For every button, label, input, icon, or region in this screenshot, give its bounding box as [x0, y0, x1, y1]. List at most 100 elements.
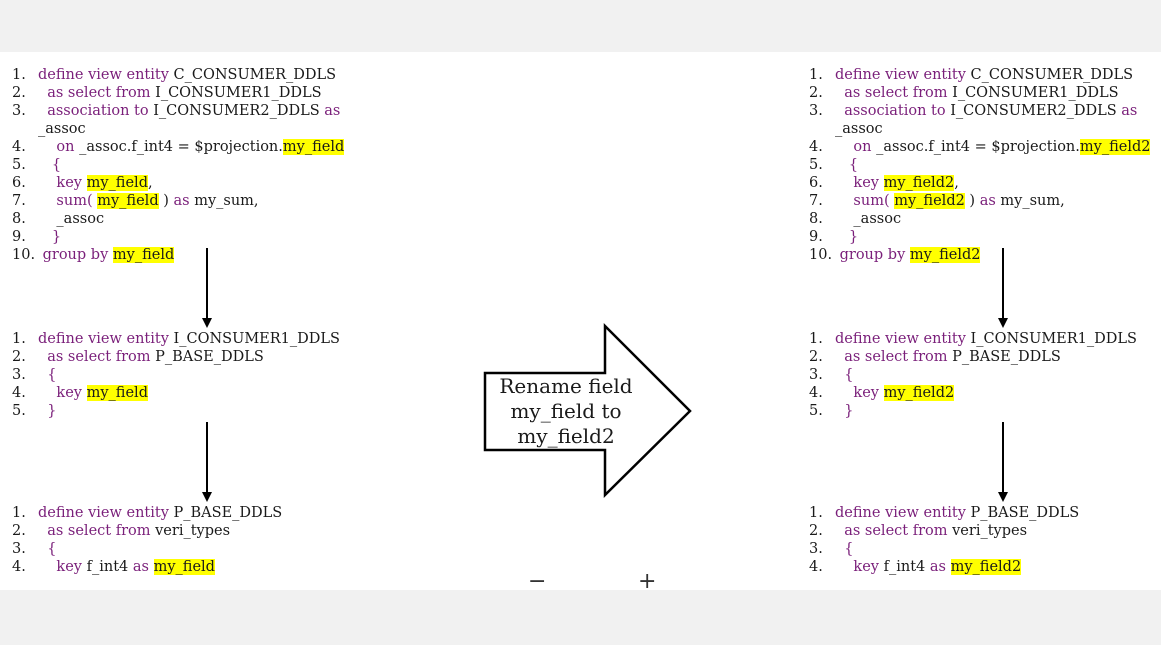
code-text: _assoc [835, 211, 902, 227]
line-number: 1. [809, 505, 823, 521]
code-text: my_sum, [1000, 193, 1065, 209]
code-keyword: } [38, 229, 62, 245]
line-number: 1. [12, 67, 26, 83]
code-text: , [954, 175, 959, 191]
highlighted-field: my_field [112, 247, 175, 263]
code-line: 2. as select from P_BASE_DDLS [809, 348, 1137, 366]
line-number: 2. [12, 523, 26, 539]
code-text: _assoc.f_int4 = $projection. [876, 139, 1080, 155]
code-keyword: define view entity [38, 505, 174, 521]
line-number: 2. [12, 349, 26, 365]
code-text: C_CONSUMER_DDLS [970, 67, 1134, 83]
bottom-band [0, 590, 1161, 645]
line-number: 5. [809, 157, 823, 173]
code-line: 4. key my_field [12, 384, 340, 402]
highlighted-field: my_field2 [883, 385, 955, 401]
code-line: 7. sum( my_field ) as my_sum, [12, 192, 344, 210]
code-keyword: group by [835, 247, 910, 263]
code-keyword: define view entity [38, 331, 174, 347]
line-number: 5. [809, 403, 823, 419]
line-number: 3. [12, 367, 26, 383]
code-line: 5. { [12, 156, 344, 174]
code-line: 3. { [12, 366, 340, 384]
line-number: 3. [809, 103, 823, 119]
rename-arrow-label: Rename field my_field to my_field2 [486, 374, 646, 449]
line-number: 10. [12, 247, 36, 263]
rename-label-line-3: my_field2 [517, 424, 615, 448]
right-arrow-2-line [1002, 422, 1004, 494]
left-arrow-1-line [206, 248, 208, 320]
line-number: 9. [809, 229, 823, 245]
line-number: 7. [12, 193, 26, 209]
zoom-in-button[interactable]: + [638, 569, 657, 594]
rename-label-line-2: my_field to [510, 399, 622, 423]
right-arrow-2-head [998, 492, 1008, 502]
right-arrow-1-line [1002, 248, 1004, 320]
code-text: _assoc [38, 121, 86, 137]
code-line: 4. key my_field2 [809, 384, 1137, 402]
code-keyword: as [1121, 103, 1138, 119]
code-keyword: { [835, 367, 854, 383]
code-line: 8. _assoc [809, 210, 1150, 228]
code-keyword: as select from [835, 349, 953, 365]
line-number: 1. [809, 67, 823, 83]
line-number: 2. [809, 523, 823, 539]
code-line: 4. on _assoc.f_int4 = $projection.my_fie… [12, 138, 345, 156]
code-keyword: sum( [38, 193, 98, 209]
line-number: 4. [809, 385, 823, 401]
code-keyword: as [929, 559, 951, 575]
code-line: 6. key my_field2, [809, 174, 1150, 192]
code-line: 1.define view entity I_CONSUMER1_DDLS [809, 330, 1137, 348]
code-text: C_CONSUMER_DDLS [173, 67, 337, 83]
line-number: 8. [12, 211, 26, 227]
code-keyword: key [835, 385, 884, 401]
line-number: 2. [809, 349, 823, 365]
left-arrow-2-head [202, 492, 212, 502]
highlighted-field: my_field2 [950, 559, 1022, 575]
code-line: 1. define view entity C_CONSUMER_DDLS [809, 66, 1150, 84]
line-number: 2. [809, 85, 823, 101]
code-text: I_CONSUMER1_DDLS [970, 331, 1137, 347]
left-arrow-2-line [206, 422, 208, 494]
code-line: 2. as select from I_CONSUMER1_DDLS [809, 84, 1150, 102]
code-line: 3. { [809, 366, 1137, 384]
code-line: 1.define view entity P_BASE_DDLS [12, 504, 282, 522]
code-keyword: { [38, 367, 57, 383]
line-number: 9. [12, 229, 26, 245]
code-line: _assoc [12, 120, 344, 138]
code-text: ) [158, 193, 174, 209]
code-line: 10. group by my_field [12, 246, 344, 264]
code-text: f_int4 [883, 559, 930, 575]
code-keyword: association to [835, 103, 951, 119]
code-keyword: define view entity [835, 67, 971, 83]
top-band [0, 0, 1161, 52]
code-line: 5. } [809, 402, 1137, 420]
highlighted-field: my_field2 [909, 247, 981, 263]
code-line: 3. { [809, 540, 1079, 558]
code-line: 4. key f_int4 as my_field [12, 558, 282, 576]
line-number: 3. [809, 367, 823, 383]
code-keyword: { [835, 541, 854, 557]
code-keyword: { [38, 541, 57, 557]
line-number: 3. [12, 103, 26, 119]
line-number: 4. [809, 139, 823, 155]
code-text: f_int4 [86, 559, 133, 575]
highlighted-field: my_field [153, 559, 215, 575]
code-line: 1.define view entity I_CONSUMER1_DDLS [12, 330, 340, 348]
code-line: 1.define view entity P_BASE_DDLS [809, 504, 1079, 522]
code-keyword: on [38, 139, 80, 155]
line-number: 8. [809, 211, 823, 227]
line-number: 1. [12, 331, 26, 347]
code-text: veri_types [155, 523, 231, 539]
zoom-out-button[interactable]: − [528, 569, 547, 594]
highlighted-field: my_field [282, 139, 345, 155]
code-line: 2. as select from P_BASE_DDLS [12, 348, 340, 366]
code-keyword: define view entity [38, 67, 174, 83]
right-arrow-1-head [998, 318, 1008, 328]
highlighted-field: my_field2 [1079, 139, 1151, 155]
code-text: my_sum, [194, 193, 259, 209]
